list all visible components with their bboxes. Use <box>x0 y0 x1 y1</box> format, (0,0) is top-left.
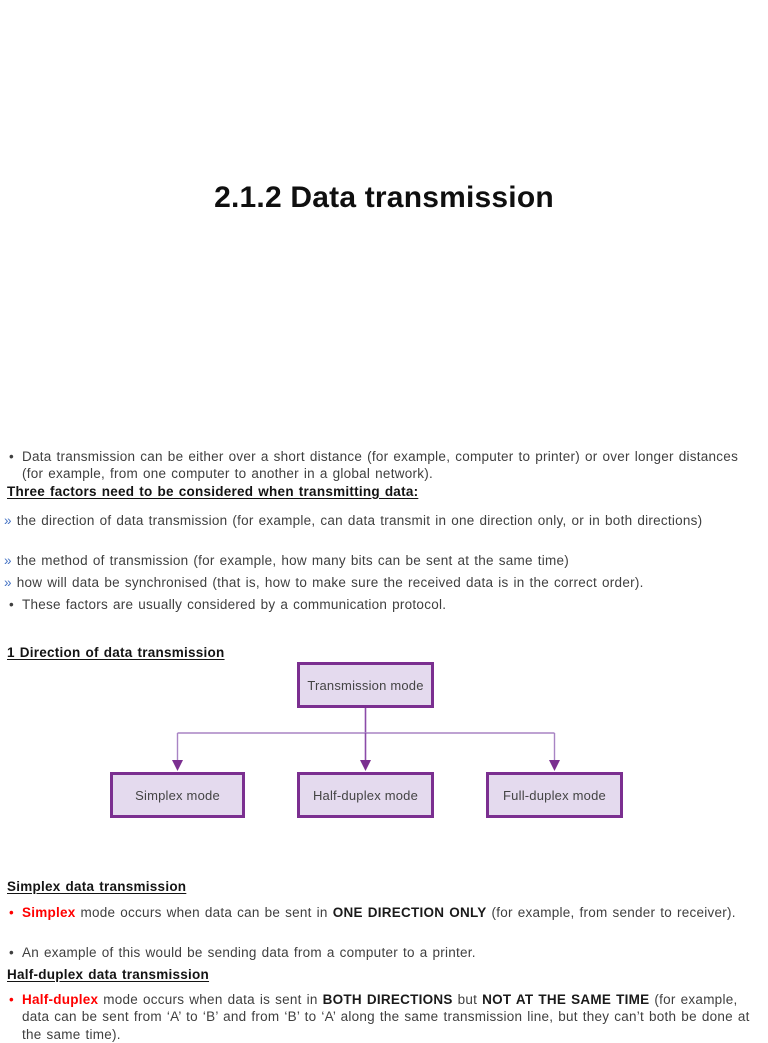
bullet-icon: • <box>9 596 14 614</box>
simplex-bullet-text: mode occurs when data can be sent in <box>76 905 333 920</box>
factor-item-text: the method of transmission (for example,… <box>17 553 569 568</box>
half-duplex-bullet-text: but <box>453 992 483 1007</box>
half-duplex-strong-text: NOT AT THE SAME TIME <box>482 992 649 1007</box>
chevron-icon: » <box>4 513 12 528</box>
diagram-node-transmission-mode: Transmission mode <box>297 662 434 708</box>
half-duplex-strong-text: BOTH DIRECTIONS <box>323 992 453 1007</box>
factor-item-synchronised: » how will data be synchronised (that is… <box>4 574 752 592</box>
bullet-icon: • <box>9 904 14 922</box>
diagram-node-half-duplex-mode: Half-duplex mode <box>297 772 434 818</box>
half-duplex-bullet-text: mode occurs when data is sent in <box>98 992 322 1007</box>
intro-bullet-2: • These factors are usually considered b… <box>7 596 752 614</box>
half-duplex-bullet-1: • Half-duplex mode occurs when data is s… <box>7 991 752 1043</box>
simplex-bullet-1: • Simplex mode occurs when data can be s… <box>7 904 752 922</box>
factor-item-direction: » the direction of data transmission (fo… <box>4 512 752 530</box>
simplex-bullet-2-text: An example of this would be sending data… <box>22 945 476 960</box>
bullet-icon: • <box>9 448 14 466</box>
simplex-strong-text: ONE DIRECTION ONLY <box>333 905 487 920</box>
intro-bullet-1: • Data transmission can be either over a… <box>7 448 752 483</box>
bullet-icon: • <box>9 944 14 962</box>
intro-bullet-1-text: Data transmission can be either over a s… <box>22 449 738 482</box>
simplex-section-heading: Simplex data transmission <box>7 878 752 896</box>
three-factors-heading: Three factors need to be considered when… <box>7 483 752 501</box>
chevron-icon: » <box>4 553 12 568</box>
transmission-mode-diagram: Transmission mode Simplex mode Half-dupl… <box>0 650 768 850</box>
simplex-bullet-2: • An example of this would be sending da… <box>7 944 752 962</box>
factor-item-text: how will data be synchronised (that is, … <box>17 575 644 590</box>
page-title: 2.1.2 Data transmission <box>0 181 768 215</box>
chevron-icon: » <box>4 575 12 590</box>
diagram-node-simplex-mode: Simplex mode <box>110 772 245 818</box>
bullet-icon: • <box>9 991 14 1009</box>
factor-item-method: » the method of transmission (for exampl… <box>4 552 752 570</box>
intro-bullet-2-text: These factors are usually considered by … <box>22 597 446 612</box>
half-duplex-section-heading: Half-duplex data transmission <box>7 966 752 984</box>
diagram-node-full-duplex-mode: Full-duplex mode <box>486 772 623 818</box>
factor-item-text: the direction of data transmission (for … <box>17 513 703 528</box>
half-duplex-keyword: Half-duplex <box>22 992 98 1007</box>
simplex-keyword: Simplex <box>22 905 76 920</box>
simplex-bullet-text: (for example, from sender to receiver). <box>486 905 735 920</box>
